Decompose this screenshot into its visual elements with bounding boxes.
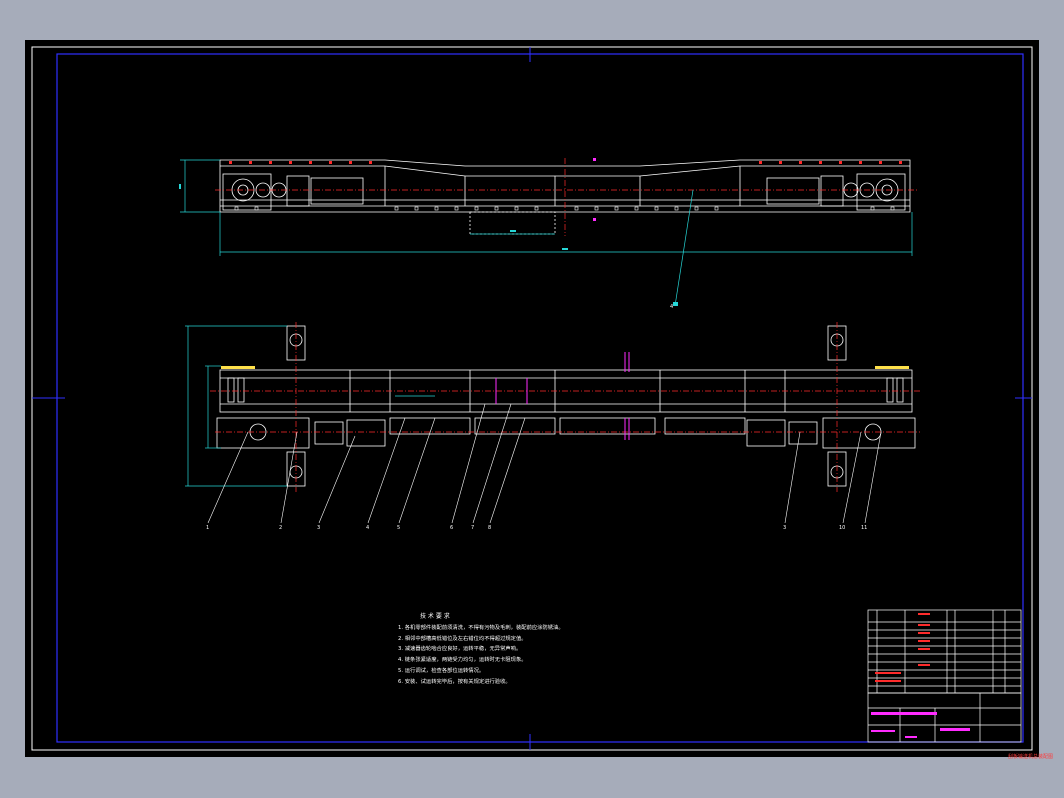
top-view-centerline [215,158,917,236]
technical-note-line: 3. 减速器齿轮啮合应良好，运转平稳，无异常声响。 [398,646,522,653]
cad-drawing: 1 2 3 4 5 6 7 8 3 10 11 4 [31,46,1033,751]
svg-text:7: 7 [471,525,474,531]
drawing-sheet: 1 2 3 4 5 6 7 8 3 10 11 4 [25,40,1053,760]
title-block-table [867,692,1022,743]
center-marks [32,47,1032,750]
parts-list-red-text [875,613,930,682]
plan-view-dimensions [185,325,435,487]
svg-text:2: 2 [279,525,282,531]
part-balloons: 1 2 3 4 5 6 7 8 3 10 11 4 [206,304,867,531]
technical-note-line: 1. 各机零部件装配前须清洗，不得有污物及毛刺，装配前应涂防锈油。 [398,624,564,631]
drawing-title: 刮板输送机总装配图 [1008,754,1054,760]
plan-view [216,325,916,487]
plan-view-centerlines [210,322,920,492]
dimension-text-blocks [179,184,678,306]
svg-text:3: 3 [783,525,786,531]
plan-view-magenta-marks [495,352,630,440]
svg-text:11: 11 [861,525,867,531]
svg-text:4: 4 [670,304,673,310]
technical-note-line: 4. 链条张紧适度，两链受力均匀，运转时无卡阻现象。 [398,657,527,664]
part-leaders [207,403,882,524]
title-block-magenta-fill [871,712,970,738]
technical-note-line: 6. 安装、试运转完毕后，按有关规定进行验收。 [398,678,511,685]
svg-text:1: 1 [206,525,209,531]
svg-text:8: 8 [488,525,491,531]
svg-text:6: 6 [450,525,453,531]
svg-text:4: 4 [366,525,369,531]
svg-text:3: 3 [317,525,320,531]
top-view-dimensions [180,159,913,307]
technical-notes-title: 技 术 要 求 [420,613,450,620]
top-view-markers [229,161,902,164]
technical-note-line: 5. 运行调试，检查各部位运转情况。 [398,667,485,674]
top-view-section-mark [593,158,596,221]
svg-text:10: 10 [839,525,845,531]
plan-view-yellow-parts [221,366,909,369]
technical-notes: 技 术 要 求 1. 各机零部件装配前须清洗，不得有污物及毛刺，装配前应涂防锈油… [398,612,638,688]
svg-text:5: 5 [397,525,400,531]
top-view-bolts [234,206,895,211]
technical-note-line: 2. 相邻中部槽高低错位及左右错位均不得超过规定值。 [398,635,527,642]
